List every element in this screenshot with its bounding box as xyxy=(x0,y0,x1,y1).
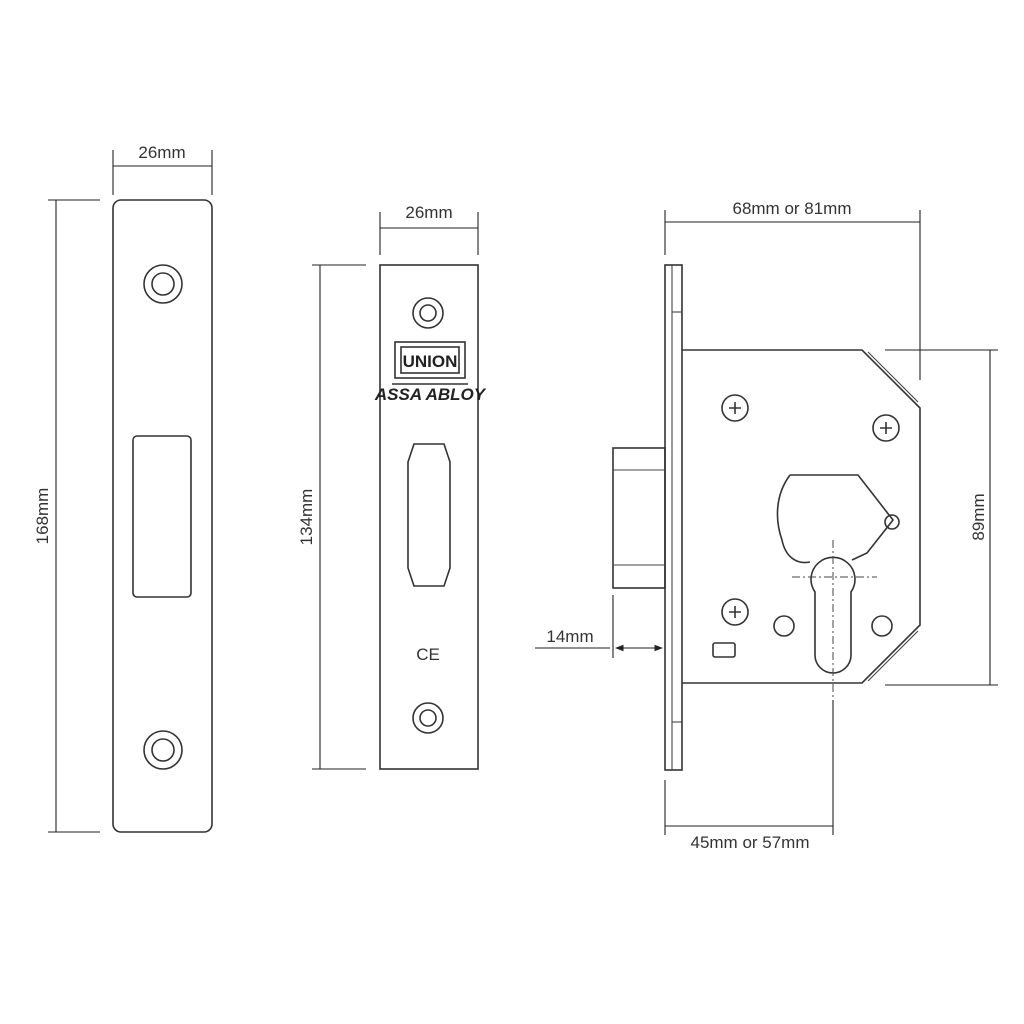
backset-label: 45mm or 57mm xyxy=(690,833,809,852)
case-screws xyxy=(721,394,900,626)
screw-hole-bottom xyxy=(143,730,183,770)
strike-width-dimension: 26mm xyxy=(112,143,213,195)
strike-height-label: 168mm xyxy=(33,488,52,545)
screw-icon xyxy=(872,414,900,442)
bolt-throw-label: 14mm xyxy=(546,627,593,646)
strike-width-label: 26mm xyxy=(138,143,185,162)
strike-plate xyxy=(112,199,213,833)
forend-height-label: 134mm xyxy=(297,489,316,546)
strike-height-dimension: 168mm xyxy=(33,199,100,833)
bolt-throw-dimension: 14mm xyxy=(535,595,664,658)
case-height-label: 89mm xyxy=(969,493,988,540)
lock-case xyxy=(682,349,921,684)
forend-plate: UNION ASSA ABLOY CE xyxy=(374,264,487,770)
case-width-dimension: 68mm or 81mm xyxy=(664,199,921,380)
ce-mark: CE xyxy=(416,645,440,664)
screw-icon xyxy=(721,394,749,422)
brand-logo: UNION ASSA ABLOY xyxy=(374,341,487,404)
cam xyxy=(776,474,895,564)
case-width-label: 68mm or 81mm xyxy=(732,199,851,218)
forend-width-dimension: 26mm xyxy=(379,203,479,255)
screw-hole-top xyxy=(143,264,183,304)
screw-icon xyxy=(721,598,749,626)
brand-logo-text: UNION xyxy=(403,352,458,371)
backset-dimension: 45mm or 57mm xyxy=(664,700,834,852)
cylinder-hole xyxy=(810,556,856,674)
case-height-dimension: 89mm xyxy=(885,349,998,686)
bolt-slot xyxy=(132,435,192,598)
dead-bolt xyxy=(612,447,666,589)
brand-sub-text: ASSA ABLOY xyxy=(374,385,487,404)
bolt-slot xyxy=(407,443,451,587)
forend-width-label: 26mm xyxy=(405,203,452,222)
lock-side-view xyxy=(612,264,921,780)
forend-height-dimension: 134mm xyxy=(297,264,366,770)
